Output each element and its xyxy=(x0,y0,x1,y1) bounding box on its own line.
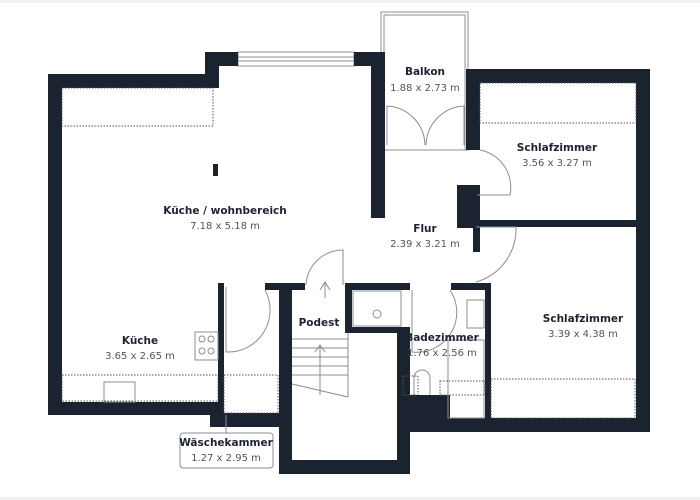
sink-icon xyxy=(466,299,485,329)
top-border xyxy=(0,0,700,3)
toilet-icon xyxy=(413,369,431,395)
room-label-kueche-wohnbereich: Küche / wohnbereich 7.18 x 5.18 m xyxy=(163,205,287,232)
svg-text:Schlafzimmer: Schlafzimmer xyxy=(517,142,598,154)
room-label-schlafzimmer-1: Schlafzimmer 3.56 x 3.27 m xyxy=(517,142,598,169)
svg-text:Podest: Podest xyxy=(299,317,340,329)
staircase xyxy=(291,333,349,398)
svg-text:1.27 x 2.95 m: 1.27 x 2.95 m xyxy=(191,453,261,464)
room-label-schlafzimmer-2: Schlafzimmer 3.39 x 4.38 m xyxy=(543,313,624,340)
shower-icon xyxy=(352,290,402,327)
svg-text:Schlafzimmer: Schlafzimmer xyxy=(543,313,624,325)
bathtub-icon xyxy=(447,339,485,419)
fixtures xyxy=(61,82,637,419)
svg-text:2.39 x 3.21 m: 2.39 x 3.21 m xyxy=(390,239,460,250)
stove-icon xyxy=(194,331,219,361)
svg-text:7.18 x 5.18 m: 7.18 x 5.18 m xyxy=(190,221,260,232)
svg-text:Balkon: Balkon xyxy=(405,66,445,78)
room-label-balkon: Balkon 1.88 x 2.73 m xyxy=(390,66,460,94)
walls xyxy=(48,52,650,474)
balcony-railing xyxy=(380,11,469,151)
room-label-podest: Podest xyxy=(299,317,340,329)
svg-text:1.88 x 2.73 m: 1.88 x 2.73 m xyxy=(390,83,460,94)
window xyxy=(237,51,355,67)
svg-text:Wäschekammer: Wäschekammer xyxy=(179,437,273,449)
room-label-flur: Flur 2.39 x 3.21 m xyxy=(390,223,460,250)
room-label-waeschekammer: Wäschekammer 1.27 x 2.95 m xyxy=(179,415,274,469)
svg-text:Küche: Küche xyxy=(122,335,158,347)
svg-text:3.39 x 4.38 m: 3.39 x 4.38 m xyxy=(548,329,618,340)
svg-text:3.56 x 3.27 m: 3.56 x 3.27 m xyxy=(522,158,592,169)
bottom-border xyxy=(0,497,700,500)
doors xyxy=(225,105,517,353)
svg-text:Flur: Flur xyxy=(413,223,437,235)
room-label-kueche: Küche 3.65 x 2.65 m xyxy=(105,335,175,362)
room-label-badezimmer: Badezimmer 1.76 x 2.56 m xyxy=(405,332,479,359)
svg-text:Küche / wohnbereich: Küche / wohnbereich xyxy=(163,205,287,217)
svg-text:1.76 x 2.56 m: 1.76 x 2.56 m xyxy=(407,348,477,359)
svg-text:Badezimmer: Badezimmer xyxy=(405,332,479,344)
svg-text:3.65 x 2.65 m: 3.65 x 2.65 m xyxy=(105,351,175,362)
